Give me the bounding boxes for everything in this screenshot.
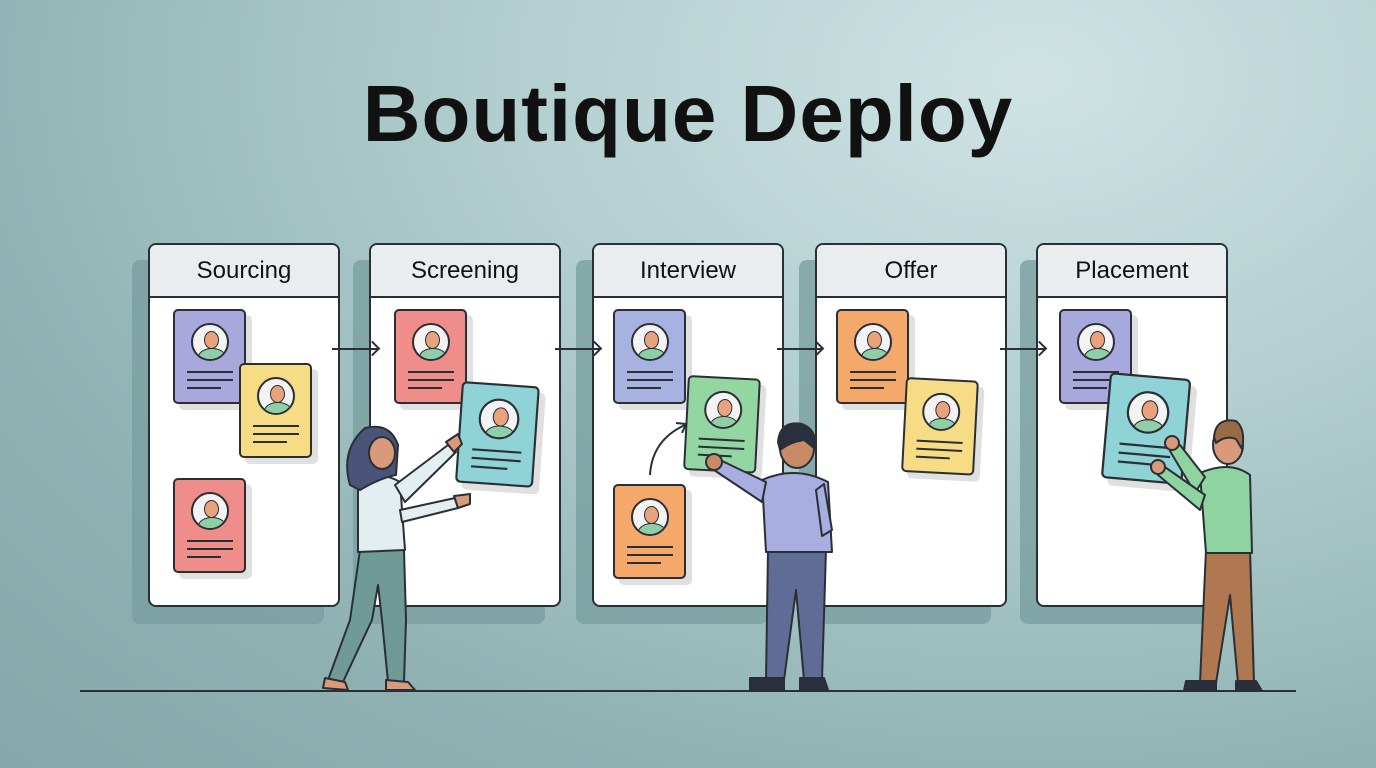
avatar-icon [190,323,229,361]
candidate-card[interactable] [394,309,467,404]
text-line [627,546,673,548]
text-line [1073,387,1107,389]
text-line [1073,371,1119,373]
text-line [850,371,896,373]
text-line [915,455,950,460]
text-line [627,371,673,373]
candidate-card[interactable] [173,478,246,573]
text-line [187,556,221,558]
candidate-card[interactable] [836,309,909,404]
text-line [627,554,673,556]
text-line [627,387,661,389]
avatar-icon [190,492,229,530]
avatar-icon [256,377,295,415]
text-line [627,379,673,381]
avatar-icon [853,323,892,361]
person-woman-illustration [322,425,471,691]
avatar-icon [630,323,669,361]
text-line [916,439,963,445]
candidate-card[interactable] [613,309,686,404]
text-line [187,540,233,542]
page-title: Boutique Deploy [362,69,1014,158]
text-line [187,548,233,550]
avatar-icon [920,391,961,432]
text-line [408,371,454,373]
ground-line [80,690,1296,692]
text-line [253,441,287,443]
column-header: Offer [817,245,1005,298]
text-line [253,433,299,435]
text-line [187,379,233,381]
candidate-card[interactable] [901,377,979,476]
column-header: Screening [371,245,559,298]
text-line [253,425,299,427]
person-man-illustration [1150,419,1263,692]
arrow-icon [777,348,822,350]
candidate-card[interactable] [613,484,686,579]
text-line [408,387,442,389]
candidate-card[interactable] [173,309,246,404]
column-header: Sourcing [150,245,338,298]
text-line [850,379,896,381]
avatar-icon [476,397,521,441]
avatar-icon [630,498,669,536]
text-line [187,387,221,389]
curved-arrow-icon [649,422,688,476]
text-line [627,562,661,564]
person-man-illustration [705,422,833,691]
avatar-icon [411,323,450,361]
text-line [187,371,233,373]
arrow-icon [1000,348,1045,350]
arrow-icon [332,348,378,350]
text-line [408,379,454,381]
column-header: Placement [1038,245,1226,298]
arrow-icon [555,348,600,350]
text-line [1073,379,1119,381]
avatar-icon [1076,323,1115,361]
candidate-card[interactable] [239,363,312,458]
text-line [850,387,884,389]
column-header: Interview [594,245,782,298]
text-line [916,447,963,453]
